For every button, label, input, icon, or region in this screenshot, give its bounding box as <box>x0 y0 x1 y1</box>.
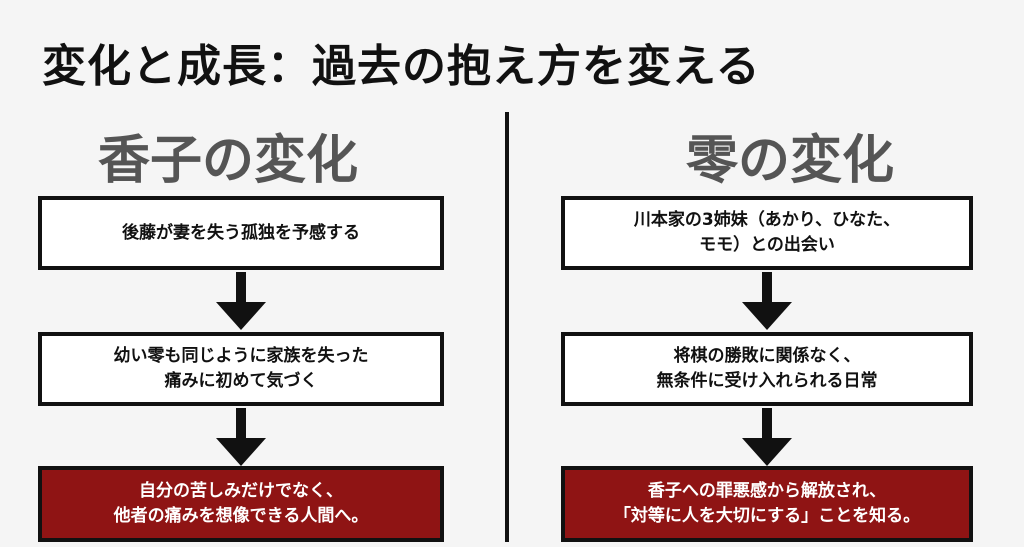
right-step-2-text: 将棋の勝敗に関係なく、 無条件に受け入れられる日常 <box>656 346 878 391</box>
left-step-1-box: 後藤が妻を失う孤独を予感する <box>38 196 444 270</box>
right-result-box: 香子への罪悪感から解放され、 「対等に人を大切にする」ことを知る。 <box>561 466 973 542</box>
down-arrow-icon <box>216 272 266 332</box>
column-divider <box>505 112 509 542</box>
right-result-text: 香子への罪悪感から解放され、 「対等に人を大切にする」ことを知る。 <box>613 481 921 526</box>
page-title: 変化と成長：過去の抱え方を変える <box>42 41 761 92</box>
left-column-heading: 香子の変化 <box>97 131 358 191</box>
right-step-1-text: 川本家の3姉妹（あかり、ひなた、 モモ）との出会い <box>633 210 901 255</box>
down-arrow-icon <box>216 408 266 468</box>
left-step-1-text: 後藤が妻を失う孤独を予感する <box>122 222 360 243</box>
down-arrow-icon <box>742 408 792 468</box>
down-arrow-icon <box>742 272 792 332</box>
left-result-box: 自分の苦しみだけでなく、 他者の痛みを想像できる人間へ。 <box>38 466 444 542</box>
left-step-2-text: 幼い零も同じように家族を失った 痛みに初めて気づく <box>113 346 369 391</box>
left-step-2-box: 幼い零も同じように家族を失った 痛みに初めて気づく <box>38 332 444 406</box>
right-step-1-box: 川本家の3姉妹（あかり、ひなた、 モモ）との出会い <box>561 196 973 270</box>
right-step-2-box: 将棋の勝敗に関係なく、 無条件に受け入れられる日常 <box>561 332 973 406</box>
left-result-text: 自分の苦しみだけでなく、 他者の痛みを想像できる人間へ。 <box>113 481 369 526</box>
right-column-heading: 零の変化 <box>685 131 894 191</box>
